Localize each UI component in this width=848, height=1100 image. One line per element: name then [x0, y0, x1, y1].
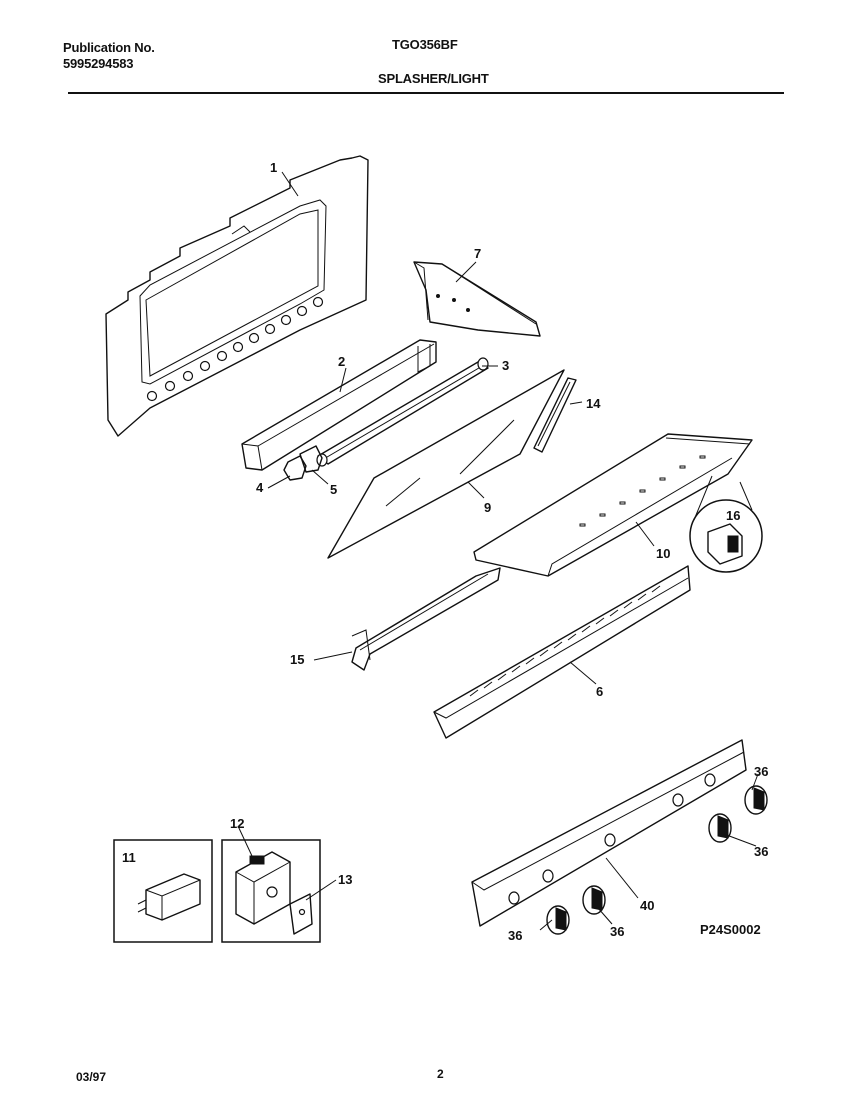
part-16-switch-detail [689, 475, 763, 573]
callout-4: 4 [256, 480, 264, 495]
publication-number: 5995294583 [63, 56, 134, 71]
callout-6: 6 [596, 684, 603, 699]
page-number: 2 [437, 1067, 444, 1081]
part-12-starter-box [221, 839, 321, 943]
callout-36-b: 36 [754, 844, 768, 859]
part-10-light-shield [473, 433, 753, 577]
callout-16: 16 [726, 508, 740, 523]
callout-13: 13 [338, 872, 352, 887]
publication-label: Publication No. [63, 40, 155, 55]
part-9-glass-panel [327, 369, 565, 559]
part-36-knob-4 [744, 785, 768, 815]
callout-9: 9 [484, 500, 491, 515]
part-5-lamp-socket [299, 445, 323, 473]
callout-15: 15 [290, 652, 304, 667]
part-14-trim-strip [533, 377, 577, 453]
callout-36-d: 36 [610, 924, 624, 939]
callout-2: 2 [338, 354, 345, 369]
part-7-bracket [413, 261, 541, 337]
part-11-ballast-box [113, 839, 213, 943]
callout-3: 3 [502, 358, 509, 373]
callout-1: 1 [270, 160, 277, 175]
drawing-code: P24S0002 [700, 922, 761, 937]
section-title: SPLASHER/LIGHT [378, 71, 489, 86]
part-13-mounting-clip [289, 893, 313, 935]
part-4-lamp-holder [283, 455, 307, 481]
callout-36-a: 36 [754, 764, 768, 779]
part-40-control-panel [471, 739, 747, 927]
callout-12: 12 [230, 816, 244, 831]
callout-labels: 1 2 3 4 5 6 7 9 10 11 12 13 14 15 16 36 … [122, 160, 768, 943]
part-2-light-channel [241, 339, 437, 471]
part-36-knob-2 [582, 885, 606, 915]
callout-14: 14 [586, 396, 601, 411]
part-36-knob-1 [546, 905, 570, 935]
model-number: TGO356BF [392, 37, 458, 52]
part-1-back-panel [105, 155, 369, 437]
part-3-fluorescent-tube [316, 357, 489, 467]
header-rule [68, 92, 784, 94]
callout-10: 10 [656, 546, 670, 561]
part-36-knob-3 [708, 813, 732, 843]
leader-lines [237, 171, 759, 931]
part-15-side-trim [351, 567, 501, 671]
part-6-vent-grille [433, 565, 691, 739]
callout-11: 11 [122, 850, 136, 865]
callout-36-c: 36 [508, 928, 522, 943]
callout-40: 40 [640, 898, 654, 913]
callout-5: 5 [330, 482, 337, 497]
callout-7: 7 [474, 246, 481, 261]
footer-date: 03/97 [76, 1070, 107, 1084]
